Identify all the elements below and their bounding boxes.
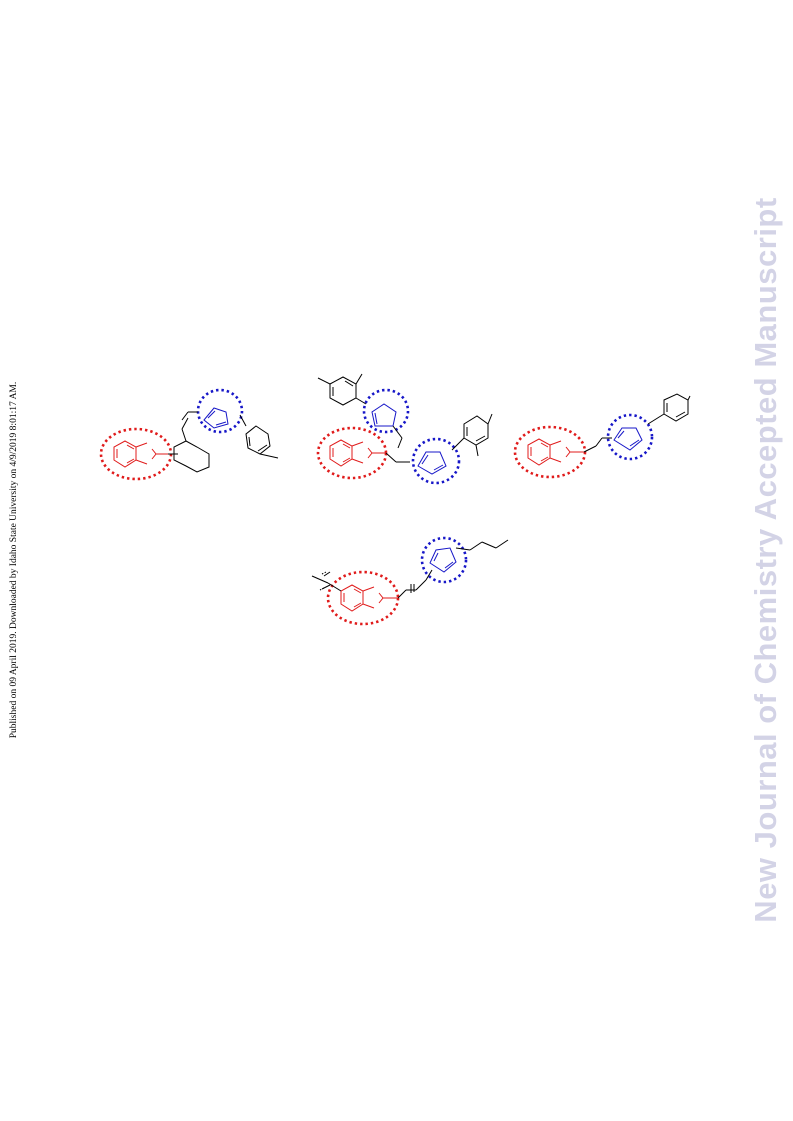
highlight-ring-blue	[606, 413, 654, 461]
butyl-chain	[455, 539, 509, 551]
five-ring-blue	[181, 407, 229, 429]
structure-1	[99, 388, 279, 481]
highlight-ring-blue	[196, 388, 244, 434]
highlight-ring-blue-lower	[411, 437, 461, 485]
linker-chain	[397, 569, 433, 599]
linker-chain	[385, 452, 410, 463]
linker-chain	[583, 437, 612, 453]
structure-3	[513, 393, 691, 479]
phenyl-ring	[168, 417, 210, 473]
highlight-ring-blue-upper	[362, 388, 410, 434]
benzo-fused-ring-red	[113, 440, 168, 468]
five-ring-blue	[613, 427, 643, 451]
benzo-fused-ring-red	[527, 438, 584, 466]
lower-tolyl-ring	[451, 413, 493, 457]
upper-tolyl-ring	[317, 373, 367, 406]
five-ring-blue-lower	[417, 451, 447, 475]
structure-4	[311, 536, 509, 626]
tolyl-ring	[647, 393, 691, 425]
benzo-fused-ring-red	[340, 584, 398, 612]
highlight-ring-blue	[420, 536, 468, 584]
tolyl-ring	[239, 414, 279, 459]
benzo-fused-ring-red	[329, 439, 386, 467]
sulfonyl-group	[311, 571, 342, 592]
five-ring-blue	[429, 547, 457, 573]
five-ring-blue-upper	[371, 403, 403, 449]
structure-2	[316, 373, 493, 485]
